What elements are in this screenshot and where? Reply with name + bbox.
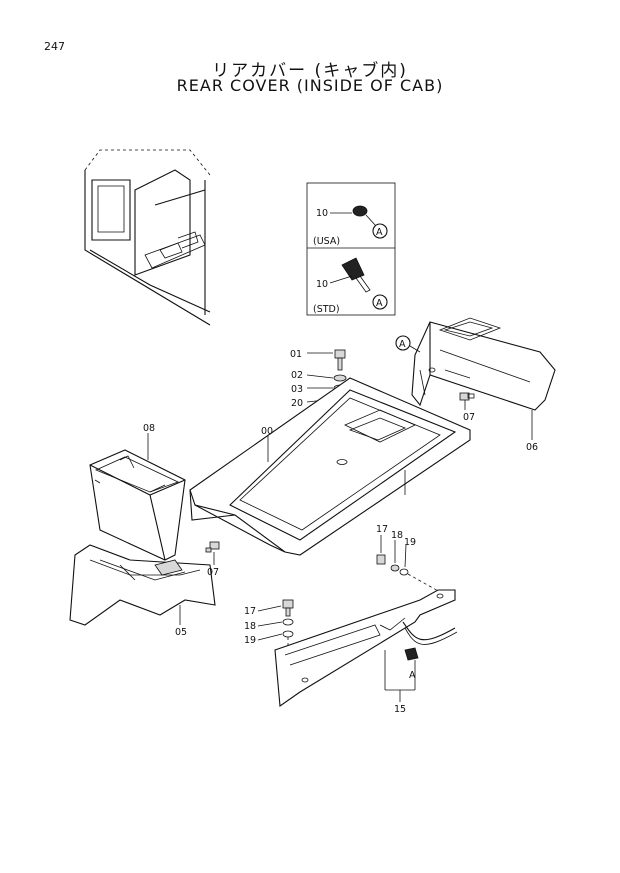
part-label-19-upper: 19 [404, 537, 416, 548]
part-label-03: 03 [291, 384, 303, 395]
main-rear-cover [189, 377, 471, 556]
fastener-stack-upper [376, 535, 441, 593]
part-label-15: 15 [394, 704, 406, 715]
part-label-01: 01 [290, 349, 302, 360]
part-label-19-lower: 19 [244, 635, 256, 646]
title-english: REAR COVER (INSIDE OF CAB) [176, 76, 444, 95]
part-label-18-lower: 18 [244, 621, 256, 632]
bottom-plate-with-cable [274, 589, 458, 707]
std-label: (STD) [313, 304, 340, 315]
variant-inset-box: 10 A (USA) 10 A (STD) [306, 182, 396, 316]
storage-box [89, 433, 186, 561]
part-label-08: 08 [143, 423, 155, 434]
page-number: 247 [44, 40, 65, 53]
part-label-05: 05 [175, 627, 187, 638]
part-label-00: 00 [261, 426, 273, 437]
cab-overview-sketch [84, 149, 211, 326]
callout-a-usa [372, 223, 388, 239]
usa-label: (USA) [313, 236, 340, 247]
cable-callout-letter: A [409, 670, 416, 681]
usa-callout-letter: A [376, 227, 383, 238]
std-part-number: 10 [316, 279, 328, 290]
part-label-06: 06 [526, 442, 538, 453]
bolt-07-right [459, 392, 475, 410]
title-japanese: リアカバー (キャブ内) [212, 61, 408, 81]
std-callout-letter: A [376, 298, 383, 309]
std-clip-icon [341, 257, 365, 281]
part-label-07-left: 07 [207, 567, 219, 578]
right-side-cover [395, 317, 556, 440]
bolt-07-left [205, 541, 220, 565]
part-label-17-lower: 17 [244, 606, 256, 617]
part-label-17-upper: 17 [376, 524, 388, 535]
lower-bracket [69, 544, 216, 626]
part-label-07-right: 07 [463, 412, 475, 423]
usa-part-number: 10 [316, 208, 328, 219]
usa-grommet-icon [352, 205, 368, 217]
cover-callout-letter: A [399, 339, 406, 350]
callout-a-std [372, 294, 388, 310]
part-label-18-upper: 18 [391, 530, 403, 541]
part-label-20: 20 [291, 398, 303, 409]
part-label-02: 02 [291, 370, 303, 381]
callout-a-cover [395, 335, 411, 351]
